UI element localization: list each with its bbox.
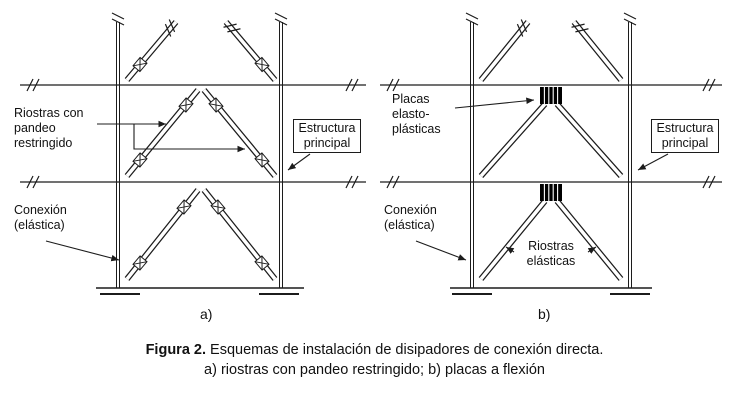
connection-label-b: Conexión (elástica) bbox=[384, 203, 437, 232]
dampers-a bbox=[132, 56, 270, 271]
plates-label-b: Placas elasto-plásticas bbox=[392, 92, 441, 136]
columns-a bbox=[116, 22, 283, 288]
arrow-icon bbox=[415, 240, 467, 261]
arrow-icon bbox=[587, 246, 597, 254]
figure-caption: Figura 2. Esquemas de instalación de dis… bbox=[0, 340, 749, 380]
subfigure-label-a: a) bbox=[200, 306, 213, 322]
brace-type-label-a: Riostras con pandeo restringido bbox=[14, 106, 84, 150]
arrow-icon bbox=[287, 153, 311, 171]
arrow-icon bbox=[133, 124, 245, 153]
caption-line-2: a) riostras con pandeo restringido; b) p… bbox=[204, 362, 545, 378]
arrow-icon bbox=[45, 240, 120, 262]
leader-arrows bbox=[45, 97, 669, 262]
connection-label-a: Conexión (elástica) bbox=[14, 203, 67, 232]
subfigure-label-b: b) bbox=[538, 306, 551, 322]
elastoplastic-plate-icon bbox=[539, 183, 563, 202]
main-structure-label-b: Estructura principal bbox=[651, 119, 719, 153]
caption-text: Esquemas de instalación de disipadores d… bbox=[206, 342, 604, 358]
arrow-icon bbox=[505, 246, 515, 254]
frame-b bbox=[380, 20, 722, 295]
braces-b bbox=[478, 20, 624, 281]
main-structure-label-a: Estructura principal bbox=[293, 119, 361, 153]
arrow-icon bbox=[637, 153, 669, 171]
beams-a bbox=[20, 84, 366, 183]
elastic-braces-label-b: Riostras elásticas bbox=[526, 239, 576, 268]
arrow-icon bbox=[454, 97, 535, 109]
beams-b bbox=[380, 84, 722, 183]
caption-line-1: Figura 2. Esquemas de instalación de dis… bbox=[0, 340, 749, 360]
caption-prefix: Figura 2. bbox=[145, 342, 207, 358]
diagram-canvas bbox=[20, 12, 722, 295]
columns-b bbox=[470, 22, 632, 288]
braces-a bbox=[124, 20, 278, 281]
elastoplastic-plate-icon bbox=[539, 86, 563, 105]
frame-a bbox=[20, 20, 366, 295]
